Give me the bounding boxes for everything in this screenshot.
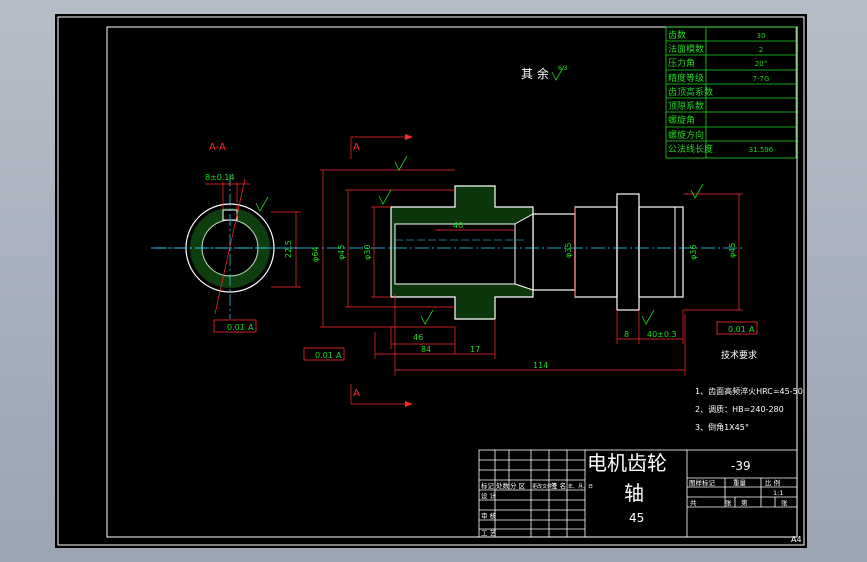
- tolerance-ref: A: [749, 325, 755, 334]
- roughness-symbol: [551, 65, 565, 81]
- gear-table-values: 30 2 20° 7-7G 31.596: [749, 32, 774, 154]
- title-block: [478, 449, 798, 538]
- part-name: 电机齿轮: [587, 451, 667, 475]
- part-name-2: 轴: [624, 481, 644, 505]
- title-block-labels: 标记 设 计 审 核 工 艺 处数 分 区 更改文件号 签 名 年、月、日 图样…: [481, 478, 788, 537]
- diam-2-dim: φ30: [363, 245, 372, 260]
- tolerance-frame: [716, 321, 758, 335]
- section-marker-bottom: A: [353, 388, 360, 399]
- gear-parameter-table: [665, 26, 797, 159]
- section-dimensions: [205, 182, 301, 288]
- section-view-a-a: [155, 174, 305, 319]
- bearing-seat-dim: 40±0.3: [647, 330, 677, 339]
- section-arrows: [405, 134, 413, 407]
- diam-3-dim: φ35: [564, 243, 573, 258]
- tolerance-value: 0.01: [227, 323, 245, 332]
- tolerance-frame: [303, 347, 345, 361]
- gear-row-label: 压力角: [668, 57, 695, 69]
- remaining-roughness-label: 其 余: [521, 66, 549, 81]
- gear-row-value: 20°: [755, 60, 767, 68]
- tb-right-header: 重量: [733, 479, 747, 487]
- roughness-symbol: [255, 196, 269, 212]
- sheet-size-label: A4: [791, 535, 802, 544]
- tb-right-header: 图样标记: [689, 478, 716, 487]
- gear-row-label: 螺旋角: [668, 114, 695, 126]
- mid-length-dim: 84: [421, 345, 431, 354]
- tolerance-value: 0.01: [728, 325, 746, 334]
- diam-1-dim: φ45: [337, 245, 346, 260]
- diam-4-dim: φ45: [728, 243, 737, 258]
- tolerance-frame: [213, 319, 257, 333]
- drawing-sheet[interactable]: 齿数 法面模数 压力角 精度等级 齿顶高系数 顶隙系数 螺旋角 螺旋方向 公法线…: [55, 14, 807, 548]
- left-length-dim: 46: [413, 333, 423, 342]
- gear-row-label: 法面模数: [668, 43, 704, 55]
- note-item: 3、倒角1X45°: [695, 422, 749, 432]
- diam-gear-dim: φ64: [311, 247, 320, 262]
- gear-row-value: 31.596: [749, 146, 774, 154]
- tolerance-value: 0.01: [315, 351, 333, 360]
- roughness-marks: [378, 155, 704, 325]
- roughness-value: 6.3: [558, 65, 568, 72]
- section-marker-top: A: [353, 142, 360, 153]
- diam-5-dim: φ36: [689, 245, 698, 260]
- shaft-main-view: [151, 185, 745, 320]
- section-label: A-A: [209, 142, 226, 153]
- total-length-dim: 114: [533, 361, 548, 370]
- tolerance-ref: A: [248, 323, 254, 332]
- tb-row-label: 工 艺: [481, 529, 497, 537]
- tb-header-cell: 签 名: [551, 481, 566, 490]
- tb-right-header: 比 例: [765, 478, 780, 487]
- tb-header-cell: 分 区: [510, 481, 526, 490]
- tb-header-cell: 更改文件号: [532, 483, 557, 490]
- tolerance-ref: A: [336, 351, 342, 360]
- gear-row-label: 公法线长度: [668, 143, 713, 155]
- outer-border: [57, 16, 805, 546]
- tb-row-label: 审 核: [481, 511, 497, 520]
- groove-dim: 8: [624, 330, 629, 339]
- tb-header-cell: 年、月、日: [568, 483, 593, 490]
- drawing-number: -39: [731, 459, 751, 473]
- gear-table-labels: 齿数 法面模数 压力角 精度等级 齿顶高系数 顶隙系数 螺旋角 螺旋方向 公法线…: [668, 29, 713, 155]
- notes-heading: 技术要求: [721, 349, 757, 361]
- gear-row-value: 7-7G: [753, 75, 770, 83]
- gear-row-label: 螺旋方向: [668, 129, 704, 141]
- gear-row-value: 30: [757, 32, 766, 40]
- gear-row-label: 精度等级: [668, 72, 704, 84]
- inner-border: [106, 26, 798, 538]
- gear-row-label: 齿数: [668, 29, 686, 41]
- key-width-dim: 8±0.14: [205, 173, 235, 182]
- dimension-labels: φ64 φ45 φ30 φ35 φ45 φ36 40 46 84 17 114 …: [311, 221, 737, 370]
- tb-scale: 1:1: [773, 489, 783, 497]
- drawing-canvas: 齿数 法面模数 压力角 精度等级 齿顶高系数 顶隙系数 螺旋角 螺旋方向 公法线…: [57, 16, 805, 546]
- step-length-dim: 17: [470, 345, 480, 354]
- note-item: 2、调质：HB=240-280: [695, 404, 784, 414]
- gear-row-value: 2: [759, 46, 763, 54]
- gear-row-label: 齿顶高系数: [668, 86, 713, 98]
- shaft-dimensions: [320, 136, 743, 405]
- key-depth-dim: 22.5: [284, 240, 293, 258]
- tb-sheet-cell: 第: [741, 498, 748, 507]
- hole-depth-dim: 40: [453, 221, 463, 230]
- note-item: 1、齿面高频淬火HRC=45-50: [695, 386, 803, 396]
- tb-row-label: 标记: [481, 481, 495, 490]
- tb-sheet-cell: 张: [725, 498, 732, 507]
- part-material: 45: [629, 511, 644, 525]
- tb-row-label: 设 计: [481, 491, 497, 500]
- tb-sheet-cell: 共: [690, 498, 697, 507]
- tb-header-cell: 处数: [496, 481, 510, 490]
- gear-row-label: 顶隙系数: [668, 100, 704, 112]
- tb-sheet-cell: 张: [781, 498, 788, 507]
